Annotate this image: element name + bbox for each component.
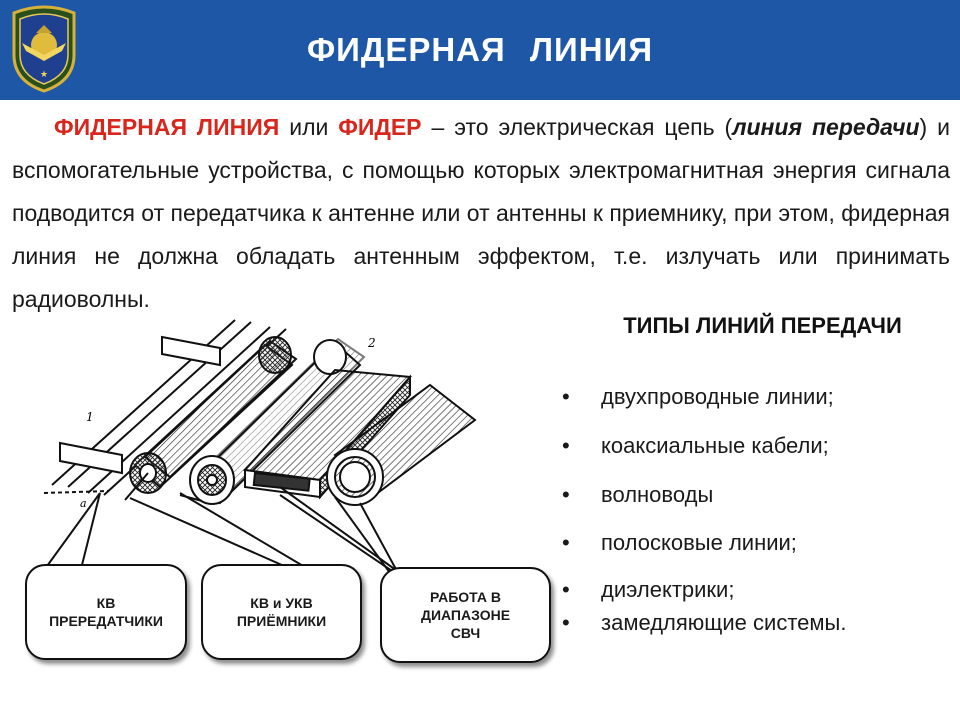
callout-leader-lines: [41, 486, 401, 574]
callout-3-line3: СВЧ: [450, 625, 481, 641]
bullet: •: [562, 577, 570, 602]
term-transmission-line: линия передачи: [732, 114, 920, 140]
bullet: •: [562, 433, 570, 458]
coaxial-cable-drawing-1: [124, 336, 298, 501]
bullet: •: [562, 610, 570, 635]
definition-text-2: ) и вспомогательные устройства, с помощь…: [12, 114, 950, 312]
types-heading: ТИПЫ ЛИНИЙ ПЕРЕДАЧИ: [623, 313, 902, 338]
list-item-text: диэлектрики;: [601, 577, 735, 602]
term-feeder-line: ФИДЕРНАЯ ЛИНИЯ: [54, 114, 280, 140]
transmission-lines-illustration: 1 2 a: [41, 319, 477, 574]
page-title: ФИДЕРНАЯ ЛИНИЯ: [306, 31, 654, 68]
callout-1-line1: КВ: [96, 595, 116, 611]
callout-microwave-band: РАБОТА В ДИАПАЗОНЕ СВЧ: [380, 567, 551, 663]
list-item-text: полосковые линии;: [601, 530, 797, 555]
list-item-text: волноводы: [601, 482, 714, 507]
callout-hf-transmitters: КВ ПРЕРЕДАТЧИКИ: [25, 564, 187, 660]
military-eagle-emblem-icon: ★: [12, 5, 76, 93]
header-bar: ★ ФИДЕРНАЯ ЛИНИЯ: [0, 0, 960, 100]
callout-3-line2: ДИАПАЗОНЕ: [420, 607, 511, 623]
label-a: a: [80, 497, 87, 510]
definition-paragraph: ФИДЕРНАЯ ЛИНИЯ или ФИДЕР – это электриче…: [12, 106, 950, 321]
definition-text-1: – это электрическая цепь (: [421, 114, 733, 140]
coaxial-cable-drawing-2: [179, 337, 366, 505]
callout-2-line2: ПРИЁМНИКИ: [236, 613, 327, 629]
bullet: •: [562, 384, 570, 409]
callout-hf-vhf-receivers: КВ и УКВ ПРИЁМНИКИ: [201, 564, 362, 660]
svg-text:★: ★: [40, 70, 48, 80]
circular-waveguide-drawing: [326, 383, 477, 506]
list-item-text: коаксиальные кабели;: [601, 433, 829, 458]
callout-1-line2: ПРЕРЕДАТЧИКИ: [49, 613, 163, 629]
bullet: •: [562, 530, 570, 555]
list-item-text: двухпроводные линии;: [601, 384, 834, 409]
term-feeder: ФИДЕР: [338, 114, 422, 140]
label-1: 1: [86, 410, 94, 424]
bullet: •: [562, 482, 570, 507]
callout-2-line1: КВ и УКВ: [250, 595, 313, 611]
label-2: 2: [367, 336, 376, 350]
list-item-text: замедляющие системы.: [601, 610, 847, 635]
callout-3-line1: РАБОТА В: [430, 589, 501, 605]
definition-or: или: [279, 114, 339, 140]
